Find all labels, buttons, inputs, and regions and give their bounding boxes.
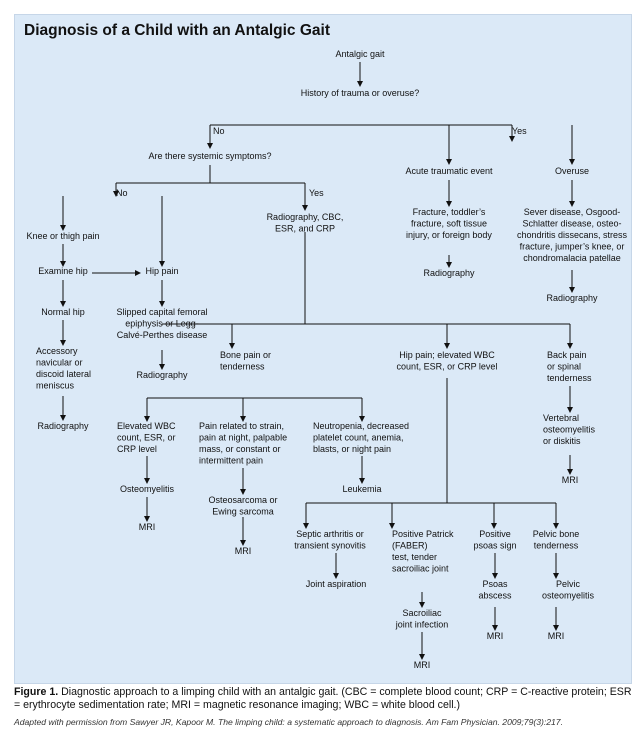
node-mri-pelvic: MRI <box>548 631 565 641</box>
node-overuse: Overuse <box>555 166 589 176</box>
node-radiography-frac: Radiography <box>423 268 475 278</box>
node-no2: No <box>116 188 128 198</box>
node-mri-osteo: MRI <box>139 522 156 532</box>
node-radiography-sever: Radiography <box>546 293 598 303</box>
node-no1: No <box>213 126 225 136</box>
figure-title: Diagnosis of a Child with an Antalgic Ga… <box>24 22 331 39</box>
node-strain: Pain related to strain,pain at night, pa… <box>199 421 287 466</box>
node-radiography-slipped: Radiography <box>136 370 188 380</box>
figure-caption: Figure 1. Diagnostic approach to a limpi… <box>14 686 638 712</box>
connectors <box>60 62 575 660</box>
node-mri-sarcoma: MRI <box>235 546 252 556</box>
node-examine: Examine hip <box>38 266 88 276</box>
node-radiography-acc: Radiography <box>37 421 89 431</box>
figure-panel <box>14 14 632 684</box>
node-radcbc: Radiography, CBC,ESR, and CRP <box>267 212 344 234</box>
node-yes1: Yes <box>512 126 527 136</box>
node-mri-psoas: MRI <box>487 631 504 641</box>
node-aspiration: Joint aspiration <box>306 579 367 589</box>
caption-label: Figure 1. <box>14 686 59 698</box>
node-hippain: Hip pain <box>145 266 178 276</box>
node-antalgic: Antalgic gait <box>335 49 385 59</box>
node-history: History of trauma or overuse? <box>301 88 420 98</box>
node-mri-vert: MRI <box>562 475 579 485</box>
node-knee: Knee or thigh pain <box>26 231 99 241</box>
caption-text: Diagnostic approach to a limping child w… <box>14 686 632 711</box>
node-normalhip: Normal hip <box>41 307 85 317</box>
node-yes2: Yes <box>309 188 324 198</box>
node-mri-sacro: MRI <box>414 660 431 670</box>
node-systemic: Are there systemic symptoms? <box>148 151 271 161</box>
figure-credit: Adapted with permission from Sawyer JR, … <box>14 717 563 727</box>
node-osteomyelitis: Osteomyelitis <box>120 484 175 494</box>
node-sever: Sever disease, Osgood-Schlatter disease,… <box>517 207 628 263</box>
node-leukemia: Leukemia <box>342 484 381 494</box>
node-acute: Acute traumatic event <box>405 166 493 176</box>
